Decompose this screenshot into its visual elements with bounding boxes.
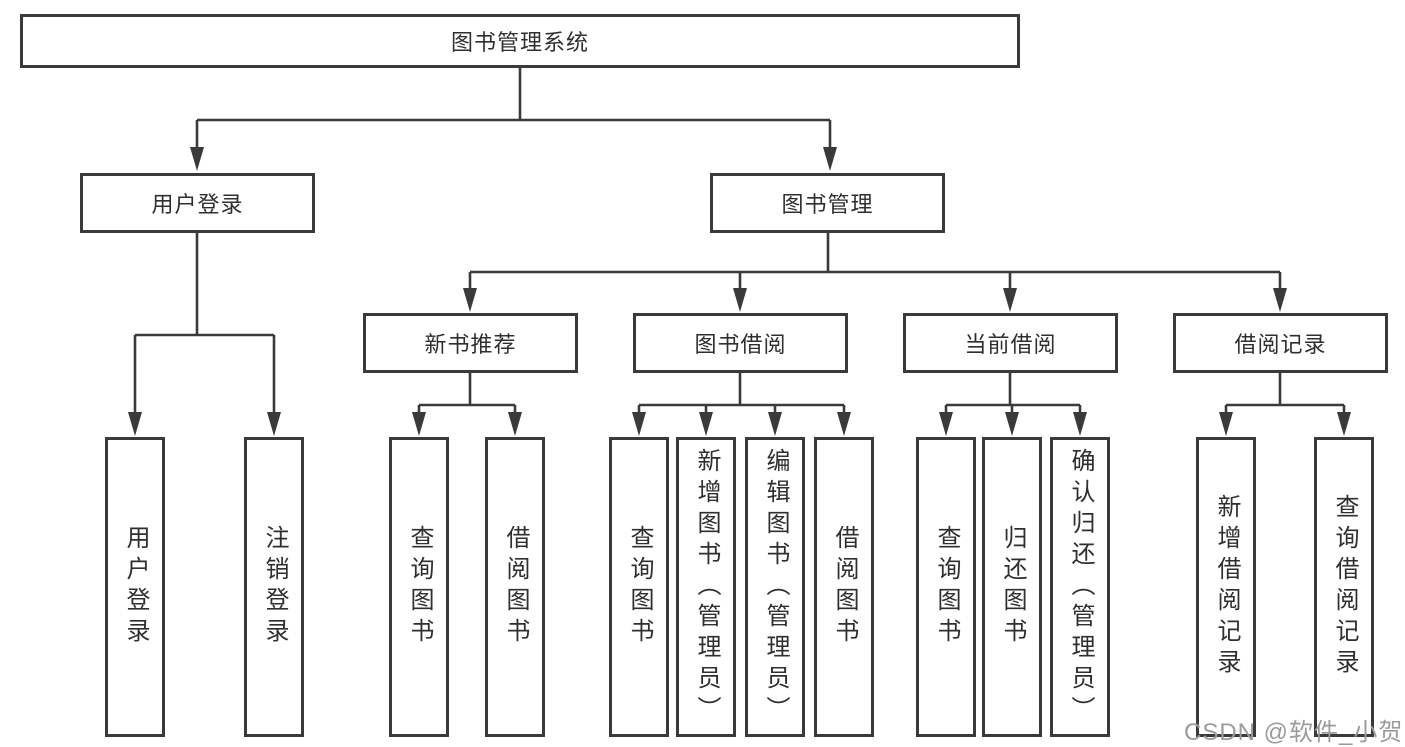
- arrow-down-icon: [1337, 412, 1351, 436]
- arrow-down-icon: [1219, 412, 1233, 436]
- arrow-down-icon: [837, 412, 851, 436]
- arrow-down-icon: [733, 288, 747, 312]
- node-label: 借阅图书: [502, 525, 529, 649]
- node-add-borrow-record: 新增借阅记录: [1196, 437, 1256, 737]
- node-edit-books-admin: 编辑图书（管理员）: [745, 437, 805, 737]
- node-user-login-leaf: 用户登录: [105, 437, 165, 737]
- arrow-down-icon: [1073, 412, 1087, 436]
- arrow-down-icon: [128, 412, 142, 436]
- node-label: 归还图书: [999, 525, 1026, 649]
- arrow-down-icon: [412, 412, 426, 436]
- node-add-books-admin: 新增图书（管理员）: [676, 437, 736, 737]
- bus-borrowing-records-to-leaves: [1224, 373, 1346, 415]
- node-query-books-recommend: 查询图书: [389, 437, 449, 737]
- arrow-down-icon: [939, 412, 953, 436]
- bus-user-login-to-leaves: [133, 233, 276, 415]
- node-label: 编辑图书（管理员）: [762, 447, 789, 727]
- node-label: 新增图书（管理员）: [693, 447, 720, 727]
- arrow-down-icon: [823, 147, 837, 171]
- node-label: 查询借阅记录: [1331, 494, 1358, 680]
- arrow-down-icon: [1005, 412, 1019, 436]
- bus-new-book-recommend-to-leaves: [417, 373, 517, 415]
- node-query-books-current: 查询图书: [916, 437, 976, 737]
- node-borrowing-records: 借阅记录: [1173, 313, 1388, 373]
- arrow-down-icon: [508, 412, 522, 436]
- node-label: 新增借阅记录: [1213, 494, 1240, 680]
- bus-root-to-level2: [195, 68, 832, 150]
- arrow-down-icon: [1273, 288, 1287, 312]
- arrow-down-icon: [1003, 288, 1017, 312]
- node-borrow-books-recommend: 借阅图书: [485, 437, 545, 737]
- arrow-down-icon: [190, 147, 204, 171]
- watermark: CSDN @软件_小贺同学: [1184, 719, 1405, 746]
- node-label: 确认归还（管理员）: [1067, 447, 1094, 727]
- node-borrow-books-borrowing: 借阅图书: [814, 437, 874, 737]
- node-query-borrow-record: 查询借阅记录: [1314, 437, 1374, 737]
- node-new-book-recommend: 新书推荐: [363, 313, 578, 373]
- node-label: 注销登录: [261, 525, 288, 649]
- node-query-books-borrowing: 查询图书: [609, 437, 669, 737]
- node-current-borrowing: 当前借阅: [903, 313, 1118, 373]
- node-logout-leaf: 注销登录: [244, 437, 304, 737]
- bus-book-borrowing-to-leaves: [637, 373, 846, 415]
- node-label: 查询图书: [406, 525, 433, 649]
- bus-book-management-to-level3: [468, 233, 1282, 291]
- arrow-down-icon: [267, 412, 281, 436]
- arrow-down-icon: [632, 412, 646, 436]
- bus-current-borrowing-to-leaves: [944, 373, 1082, 415]
- node-label: 查询图书: [933, 525, 960, 649]
- node-book-borrowing: 图书借阅: [633, 313, 848, 373]
- node-label: 查询图书: [626, 525, 653, 649]
- node-label: 借阅图书: [831, 525, 858, 649]
- node-book-management: 图书管理: [710, 173, 945, 233]
- node-label: 用户登录: [122, 525, 149, 649]
- arrow-down-icon: [699, 412, 713, 436]
- arrow-down-icon: [768, 412, 782, 436]
- node-user-login: 用户登录: [80, 173, 315, 233]
- arrow-down-icon: [463, 288, 477, 312]
- node-return-books: 归还图书: [982, 437, 1042, 737]
- node-root: 图书管理系统: [20, 14, 1020, 68]
- node-confirm-return-admin: 确认归还（管理员）: [1050, 437, 1110, 737]
